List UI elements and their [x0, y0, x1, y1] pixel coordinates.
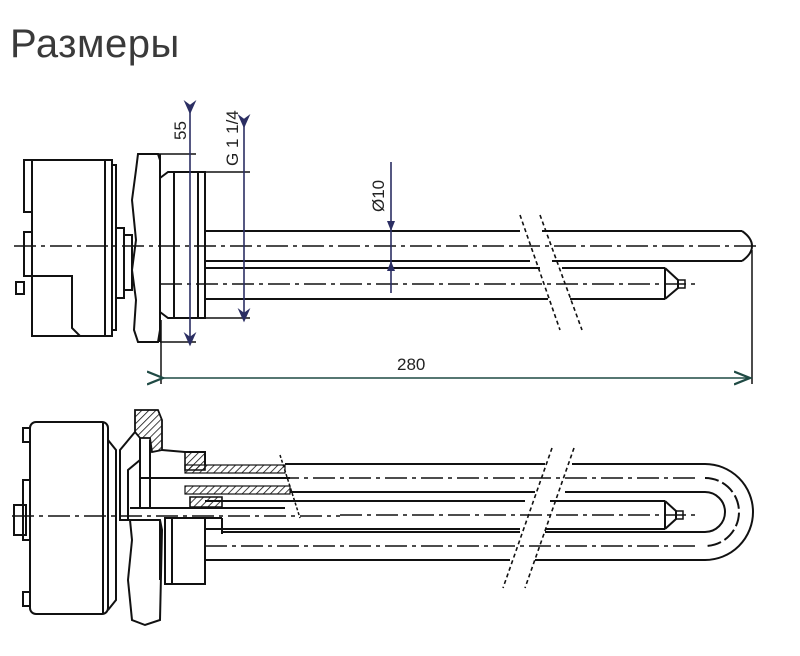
- dimension-label-thread: G 1 1/4: [223, 110, 242, 166]
- break-line: [524, 447, 575, 589]
- dimension-label-280: 280: [397, 355, 425, 374]
- break-line: [502, 447, 553, 589]
- thermostat-sleeve-bottom: [205, 500, 695, 530]
- dimension-label-diameter: Ø10: [369, 180, 388, 212]
- dimension-label-55: 55: [171, 121, 190, 140]
- thermostat-head: [13, 421, 117, 615]
- dimension-tube-diameter: Ø10: [369, 162, 395, 293]
- dimension-thread: G 1 1/4: [205, 110, 251, 323]
- u-shaped-heating-tube: [205, 463, 754, 561]
- break-line: [519, 214, 561, 331]
- bottom-view: [12, 409, 754, 627]
- flange-nut: [130, 153, 161, 343]
- dimension-flange: 55: [138, 100, 197, 347]
- page-title: Размеры: [10, 22, 180, 66]
- fitting-section: [119, 409, 285, 627]
- thermostat-housing: [15, 159, 133, 337]
- break-line: [539, 214, 583, 331]
- top-view: 55 G 1 1/4 Ø10 280: [14, 100, 756, 384]
- dimension-length: 280: [161, 250, 752, 384]
- threaded-boss: [159, 171, 206, 319]
